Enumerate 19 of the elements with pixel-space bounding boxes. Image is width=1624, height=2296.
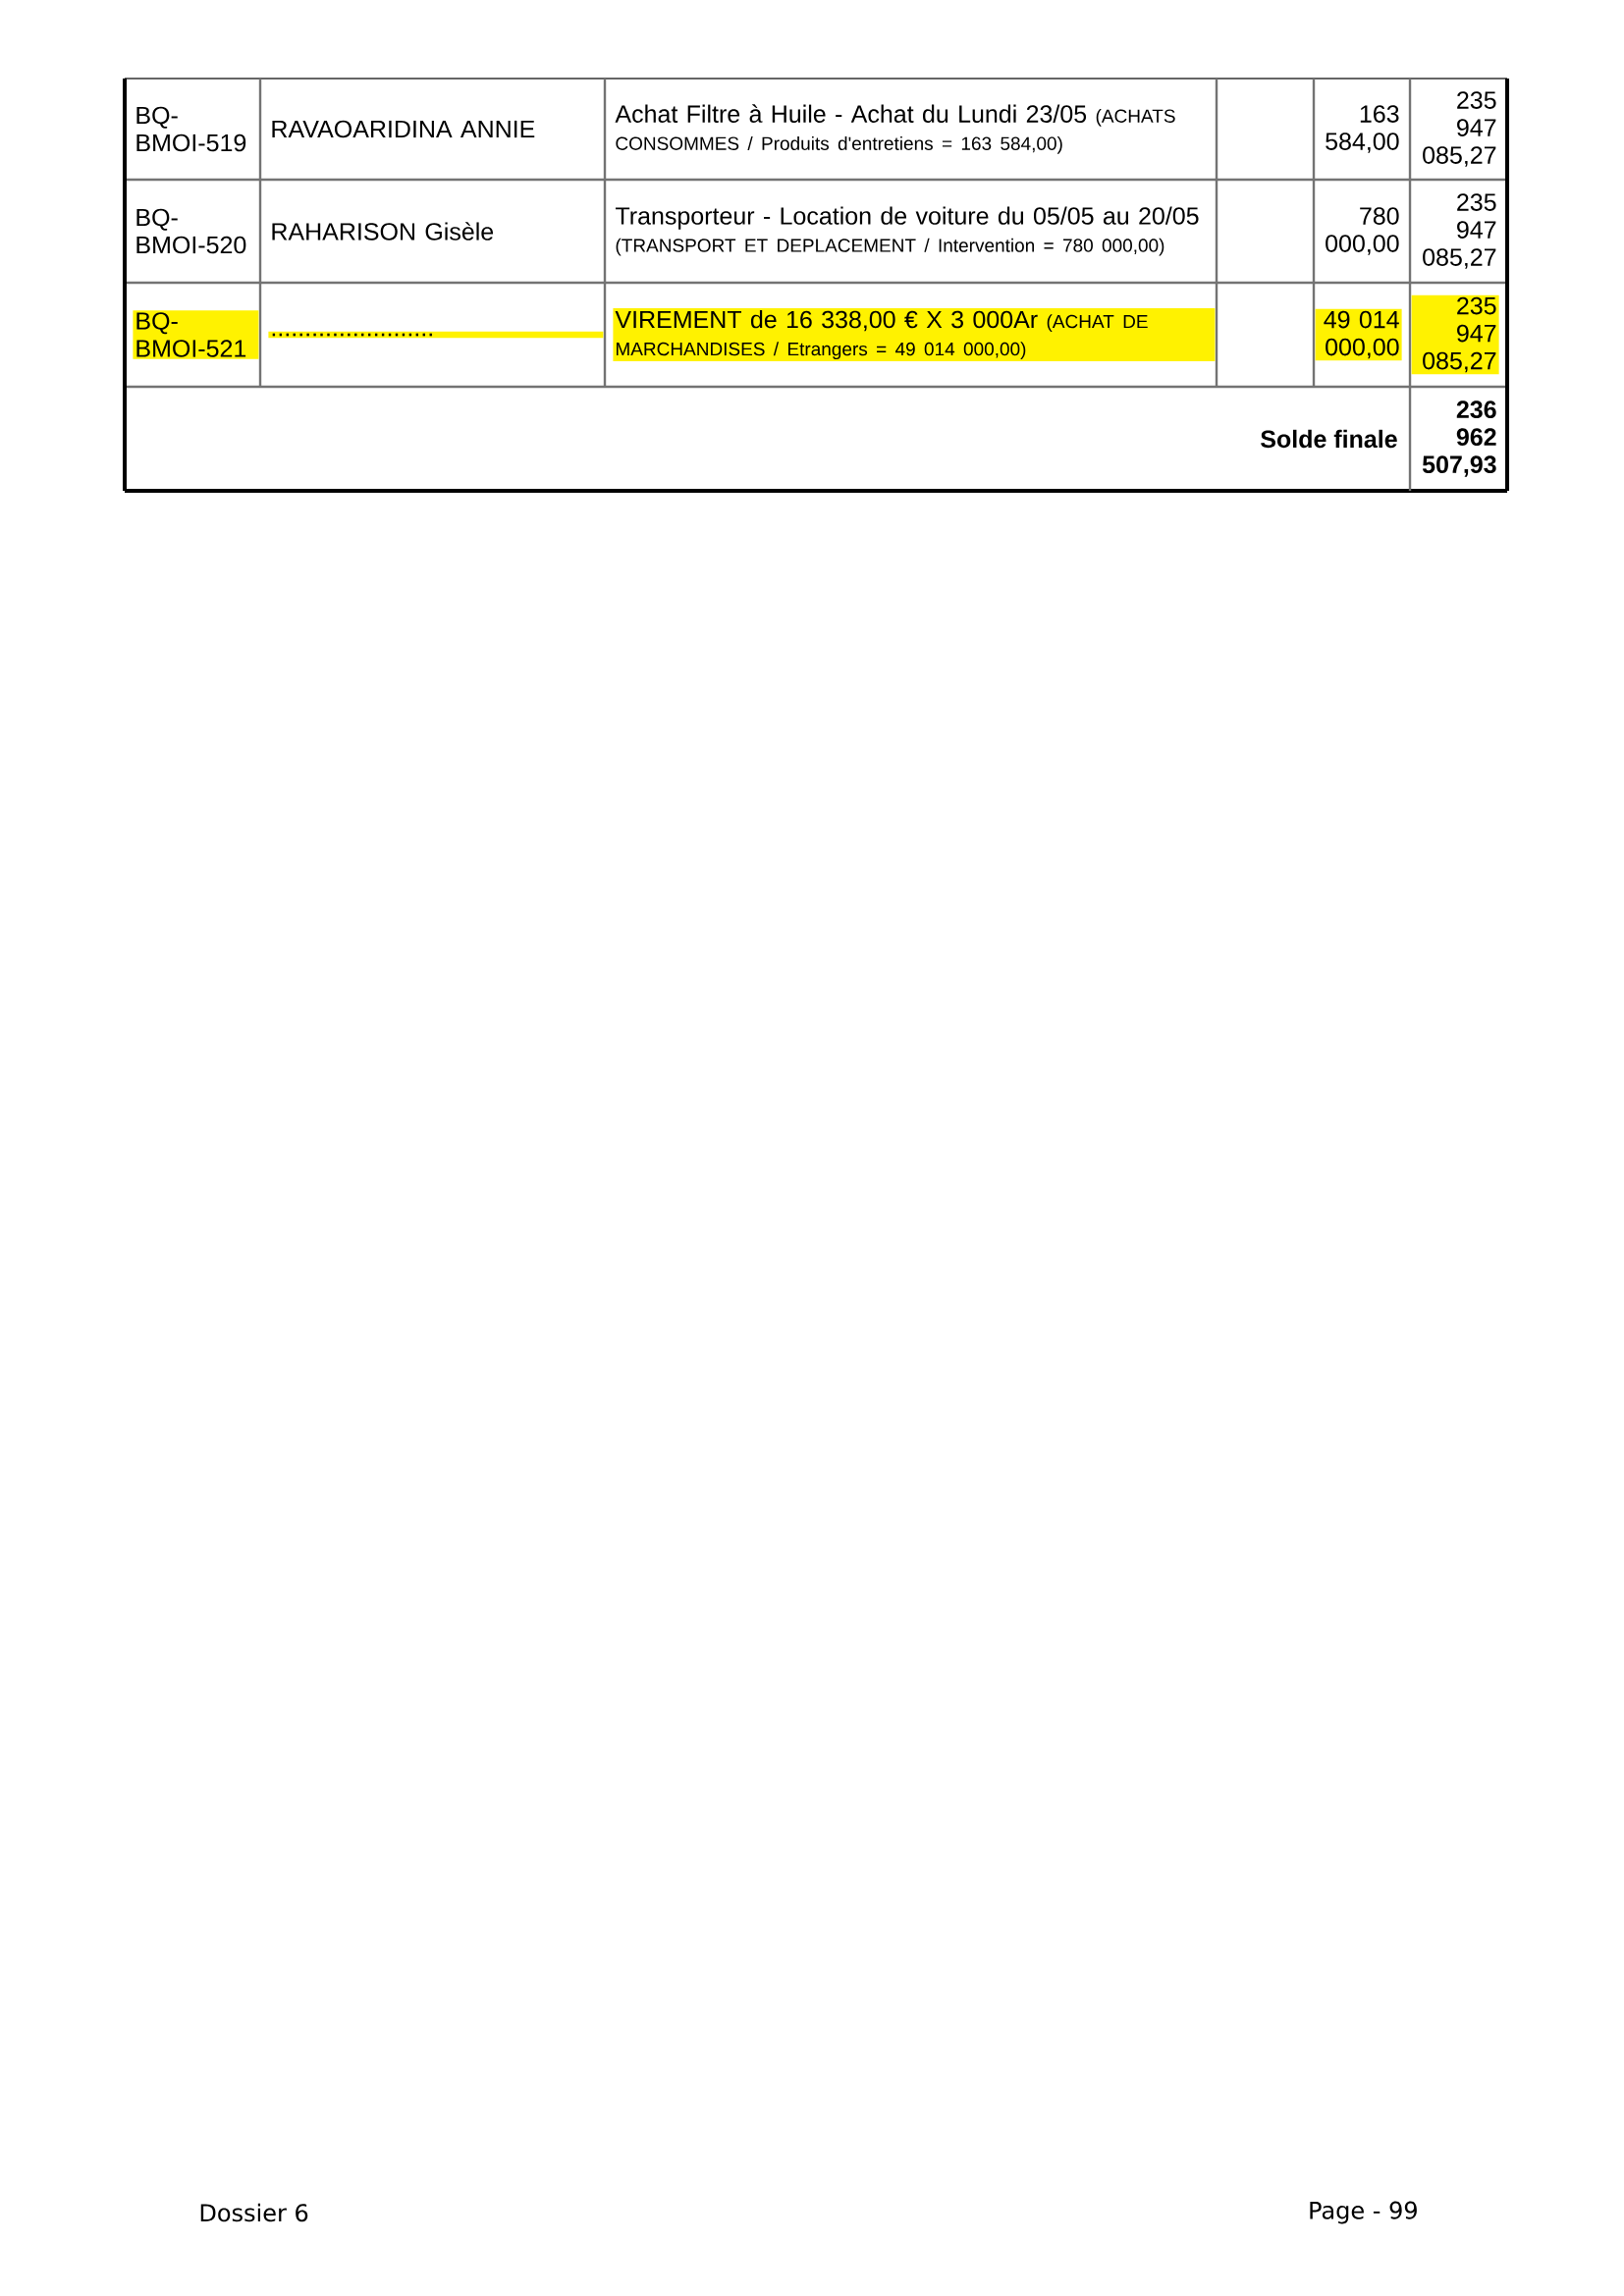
supplier-name: RAHARISON Gisèle (272, 222, 494, 240)
page-number: Page - 99 (1310, 2201, 1417, 2224)
amount: 49 014 000,00 (1315, 308, 1402, 361)
description: VIREMENT de 16 338,00 € X 3 000Ar (ACHAT DE MARCHANDISES / Etrangers = 49 014 000,00) (613, 307, 1216, 362)
balance: 235 947 085,27 (1411, 294, 1499, 375)
supplier-name: ........................ (268, 331, 604, 339)
description: Transporteur - Location de voiture du 05/05 au 20/05 (TRANSPORT ET DEPLACEMENT / Intervention = 780 000,00) (615, 206, 1199, 256)
total-amount: 236 962 507,93 (1422, 400, 1496, 477)
description: Achat Filtre à Huile - Achat du Lundi 23/05 (ACHATS CONSOMMES / Produits d'entretiens = 163 584,00) (615, 104, 1175, 154)
total-label: Solde finale (1261, 429, 1397, 449)
amount: 780 000,00 (1326, 207, 1399, 255)
balance: 235 947 085,27 (1423, 91, 1496, 167)
reference-number: BQ- BMOI-521 (133, 310, 259, 359)
balance: 235 947 085,27 (1423, 193, 1496, 269)
amount: 163 584,00 (1326, 105, 1399, 153)
reference-number: BQ- BMOI-519 (136, 106, 246, 152)
footer-text: Dossier 6 (200, 2203, 308, 2222)
reference-number: BQ- BMOI-520 (136, 208, 246, 254)
supplier-name: RAVAOARIDINA ANNIE (272, 120, 535, 138)
